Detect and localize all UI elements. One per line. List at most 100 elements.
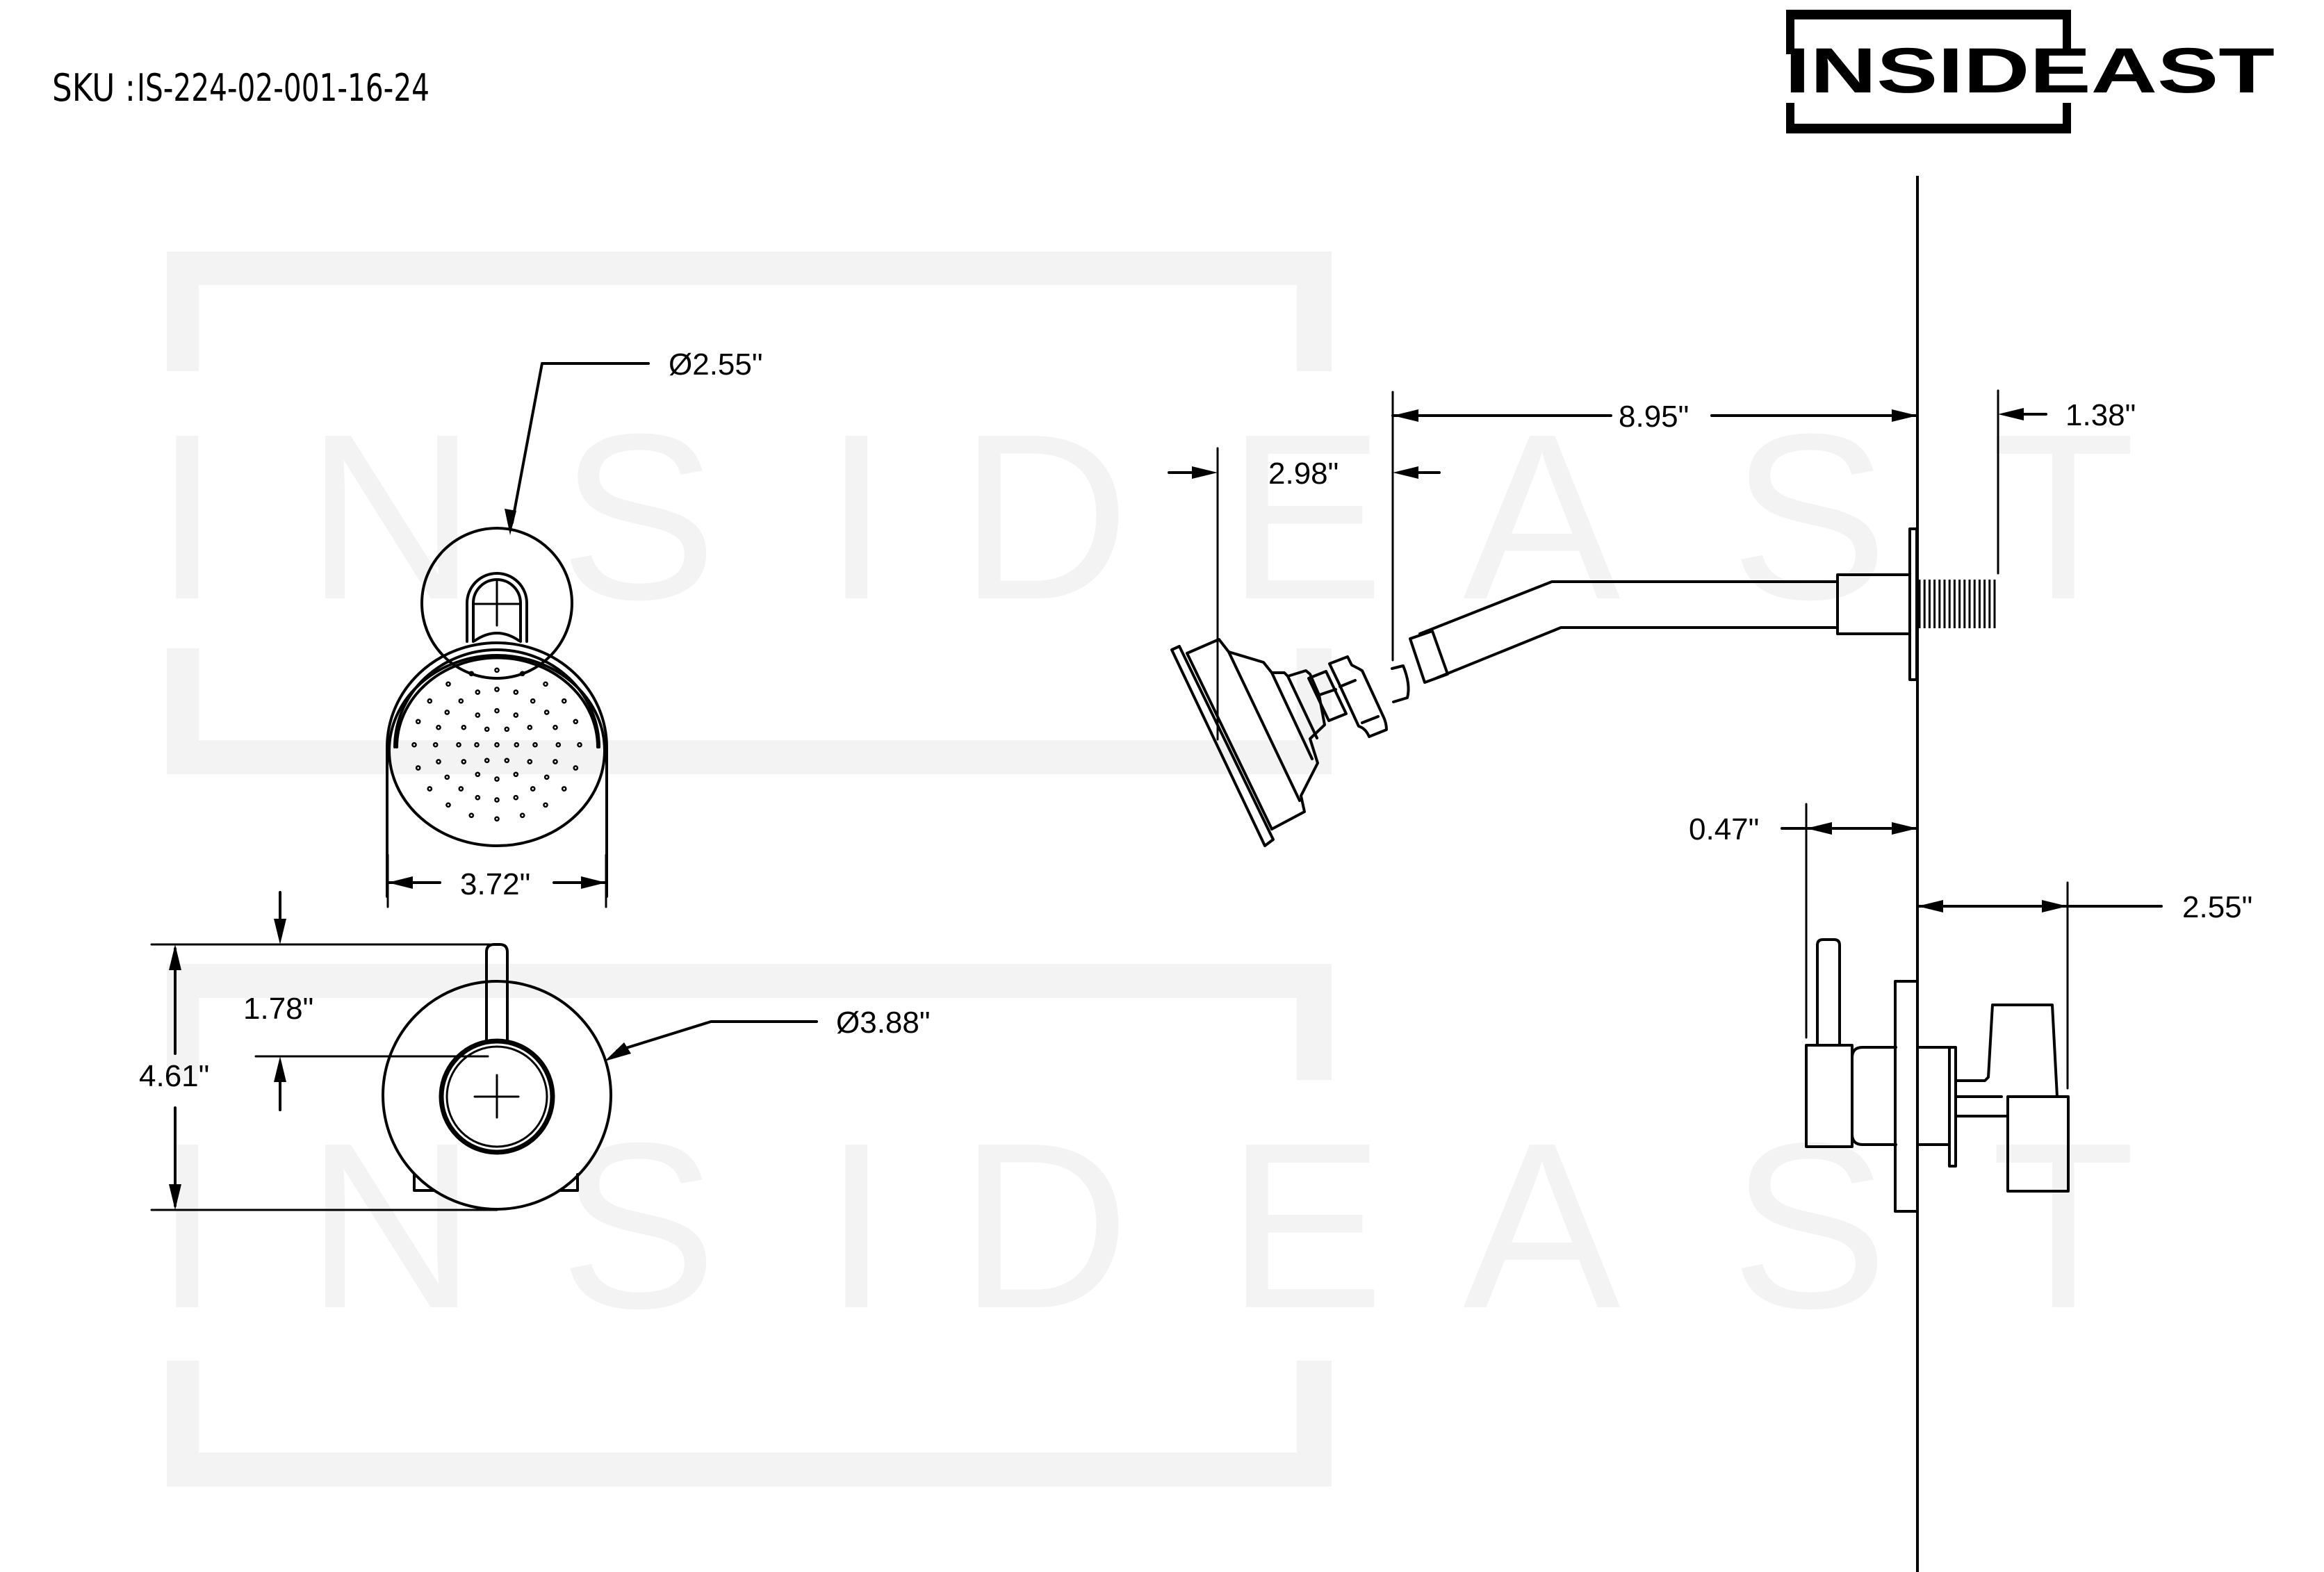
- head-width-label: 3.72": [460, 867, 530, 901]
- showerhead-front-view: Ø2.55" 3.72": [386, 347, 762, 908]
- watermark-letters: I N S I D E A S T: [154, 385, 2136, 649]
- side-diverter-tab: [1954, 1004, 2059, 1098]
- handle-hub-inner: [445, 1045, 548, 1148]
- side-lever: [1816, 938, 1841, 1047]
- spray-nozzle: [514, 742, 520, 748]
- plate-tab-left: [413, 1173, 436, 1192]
- arrowhead: [2042, 900, 2068, 912]
- arrowhead: [1806, 822, 1832, 835]
- spray-nozzle: [415, 765, 421, 771]
- watermark-frame-lower: [167, 1361, 1332, 1487]
- spray-nozzle: [561, 698, 567, 704]
- spray-nozzle: [543, 774, 550, 780]
- spray-nozzle: [484, 758, 490, 764]
- spray-nozzle: [444, 774, 450, 780]
- arrowhead: [1892, 822, 1917, 835]
- watermark-letter: S: [1730, 385, 1888, 649]
- trim-depth-label: 2.55": [2182, 890, 2252, 924]
- arrowhead: [169, 944, 181, 970]
- spray-nozzle: [553, 759, 558, 764]
- ball-socket: [1391, 664, 1410, 703]
- arrowhead: [388, 876, 413, 889]
- spray-nozzle: [432, 742, 439, 748]
- arrowhead: [1393, 466, 1418, 479]
- spray-nozzle: [458, 698, 464, 704]
- side-knob: [2006, 1095, 2070, 1193]
- watermark-frame-upper: [167, 964, 1332, 1080]
- sku-label-group: SKU : IS-224-02-001-16-24: [52, 66, 429, 110]
- spray-nozzle: [527, 759, 533, 764]
- spray-nozzle: [532, 742, 538, 748]
- spray-nozzle: [436, 724, 441, 730]
- arrowhead: [1192, 466, 1218, 479]
- head-body-edge: [1270, 671, 1314, 760]
- plate-diameter-label: Ø3.88": [836, 1006, 930, 1040]
- logo-frame-top: [1786, 10, 2071, 54]
- spray-nozzle: [458, 786, 464, 792]
- spray-nozzle: [553, 724, 558, 730]
- head-depth-label: 2.98": [1268, 457, 1339, 491]
- plate-diameter-leader: [616, 1020, 818, 1052]
- spray-nozzle: [543, 681, 548, 687]
- plate-tab-right: [558, 1173, 579, 1192]
- ball-joint: [473, 632, 521, 642]
- arm-top-edge: [1418, 580, 1839, 635]
- arrowhead: [581, 876, 606, 889]
- arrowhead: [1393, 409, 1418, 422]
- watermark-letter: D: [959, 1094, 1130, 1358]
- hex-nut-flat: [1339, 679, 1357, 688]
- spray-nozzle: [436, 759, 441, 764]
- spray-nozzle: [468, 671, 475, 677]
- spray-nozzle: [494, 742, 500, 748]
- sku-label: SKU :: [52, 66, 136, 110]
- spray-nozzle: [530, 786, 536, 792]
- brand-logo: INSIDEAST: [1785, 10, 2275, 133]
- head-face-inner-arc: [395, 656, 599, 748]
- handle-hub-outer: [439, 1038, 555, 1155]
- spray-nozzle: [513, 771, 519, 778]
- arrowhead: [1892, 409, 1917, 422]
- shower-arm-side-view: 8.95" 2.98" 1.38": [1168, 389, 2136, 847]
- valve-trim-front-view: 4.61" 1.78" Ø3.88": [139, 891, 930, 1211]
- head-face-rim: [1186, 652, 1273, 830]
- overall-height-label: 4.61": [139, 1059, 209, 1093]
- logo-frame-bottom: [1786, 103, 2071, 133]
- flange-diameter-label: Ø2.55": [669, 347, 762, 382]
- side-escutcheon: [1894, 980, 1919, 1213]
- watermark-letter: I: [824, 385, 889, 649]
- spray-nozzle: [427, 698, 433, 704]
- spray-nozzle: [475, 712, 481, 718]
- spray-nozzles: [411, 667, 582, 822]
- watermark-letter: A: [1463, 385, 1621, 649]
- spray-nozzle: [461, 724, 467, 730]
- spray-nozzle: [519, 671, 525, 677]
- arrowhead: [274, 1056, 286, 1082]
- plate-diameter-arrowhead: [605, 1042, 631, 1061]
- watermark-bottom: I N S I D E A S T: [154, 964, 2136, 1487]
- arm-escutcheon: [1908, 527, 1918, 681]
- spray-nozzle: [513, 794, 519, 801]
- watermark-letter: T: [1991, 385, 2136, 649]
- arrowhead: [274, 919, 286, 944]
- spray-nozzle: [411, 742, 417, 748]
- lever-length-label: 1.78": [243, 992, 313, 1026]
- spray-nozzle: [527, 724, 533, 730]
- spray-nozzle: [494, 816, 500, 822]
- arrowhead: [1917, 900, 1943, 912]
- spray-nozzle: [475, 689, 481, 695]
- spray-nozzle: [504, 758, 510, 764]
- spray-nozzle: [530, 698, 536, 704]
- head-body-edge: [1227, 650, 1301, 802]
- spray-nozzle: [456, 742, 461, 748]
- arm-reach-label: 8.95": [1619, 400, 1689, 434]
- spray-nozzle: [561, 786, 567, 792]
- spray-nozzle: [555, 742, 562, 748]
- watermark-letter: E: [1227, 1094, 1384, 1358]
- arrowhead: [1998, 408, 2024, 420]
- spray-nozzle: [494, 687, 500, 692]
- watermark-letter: S: [1730, 1094, 1888, 1358]
- side-valve-body: [1851, 1046, 1897, 1146]
- spray-nozzle: [468, 812, 475, 819]
- thread-length-label: 1.38": [2065, 398, 2136, 432]
